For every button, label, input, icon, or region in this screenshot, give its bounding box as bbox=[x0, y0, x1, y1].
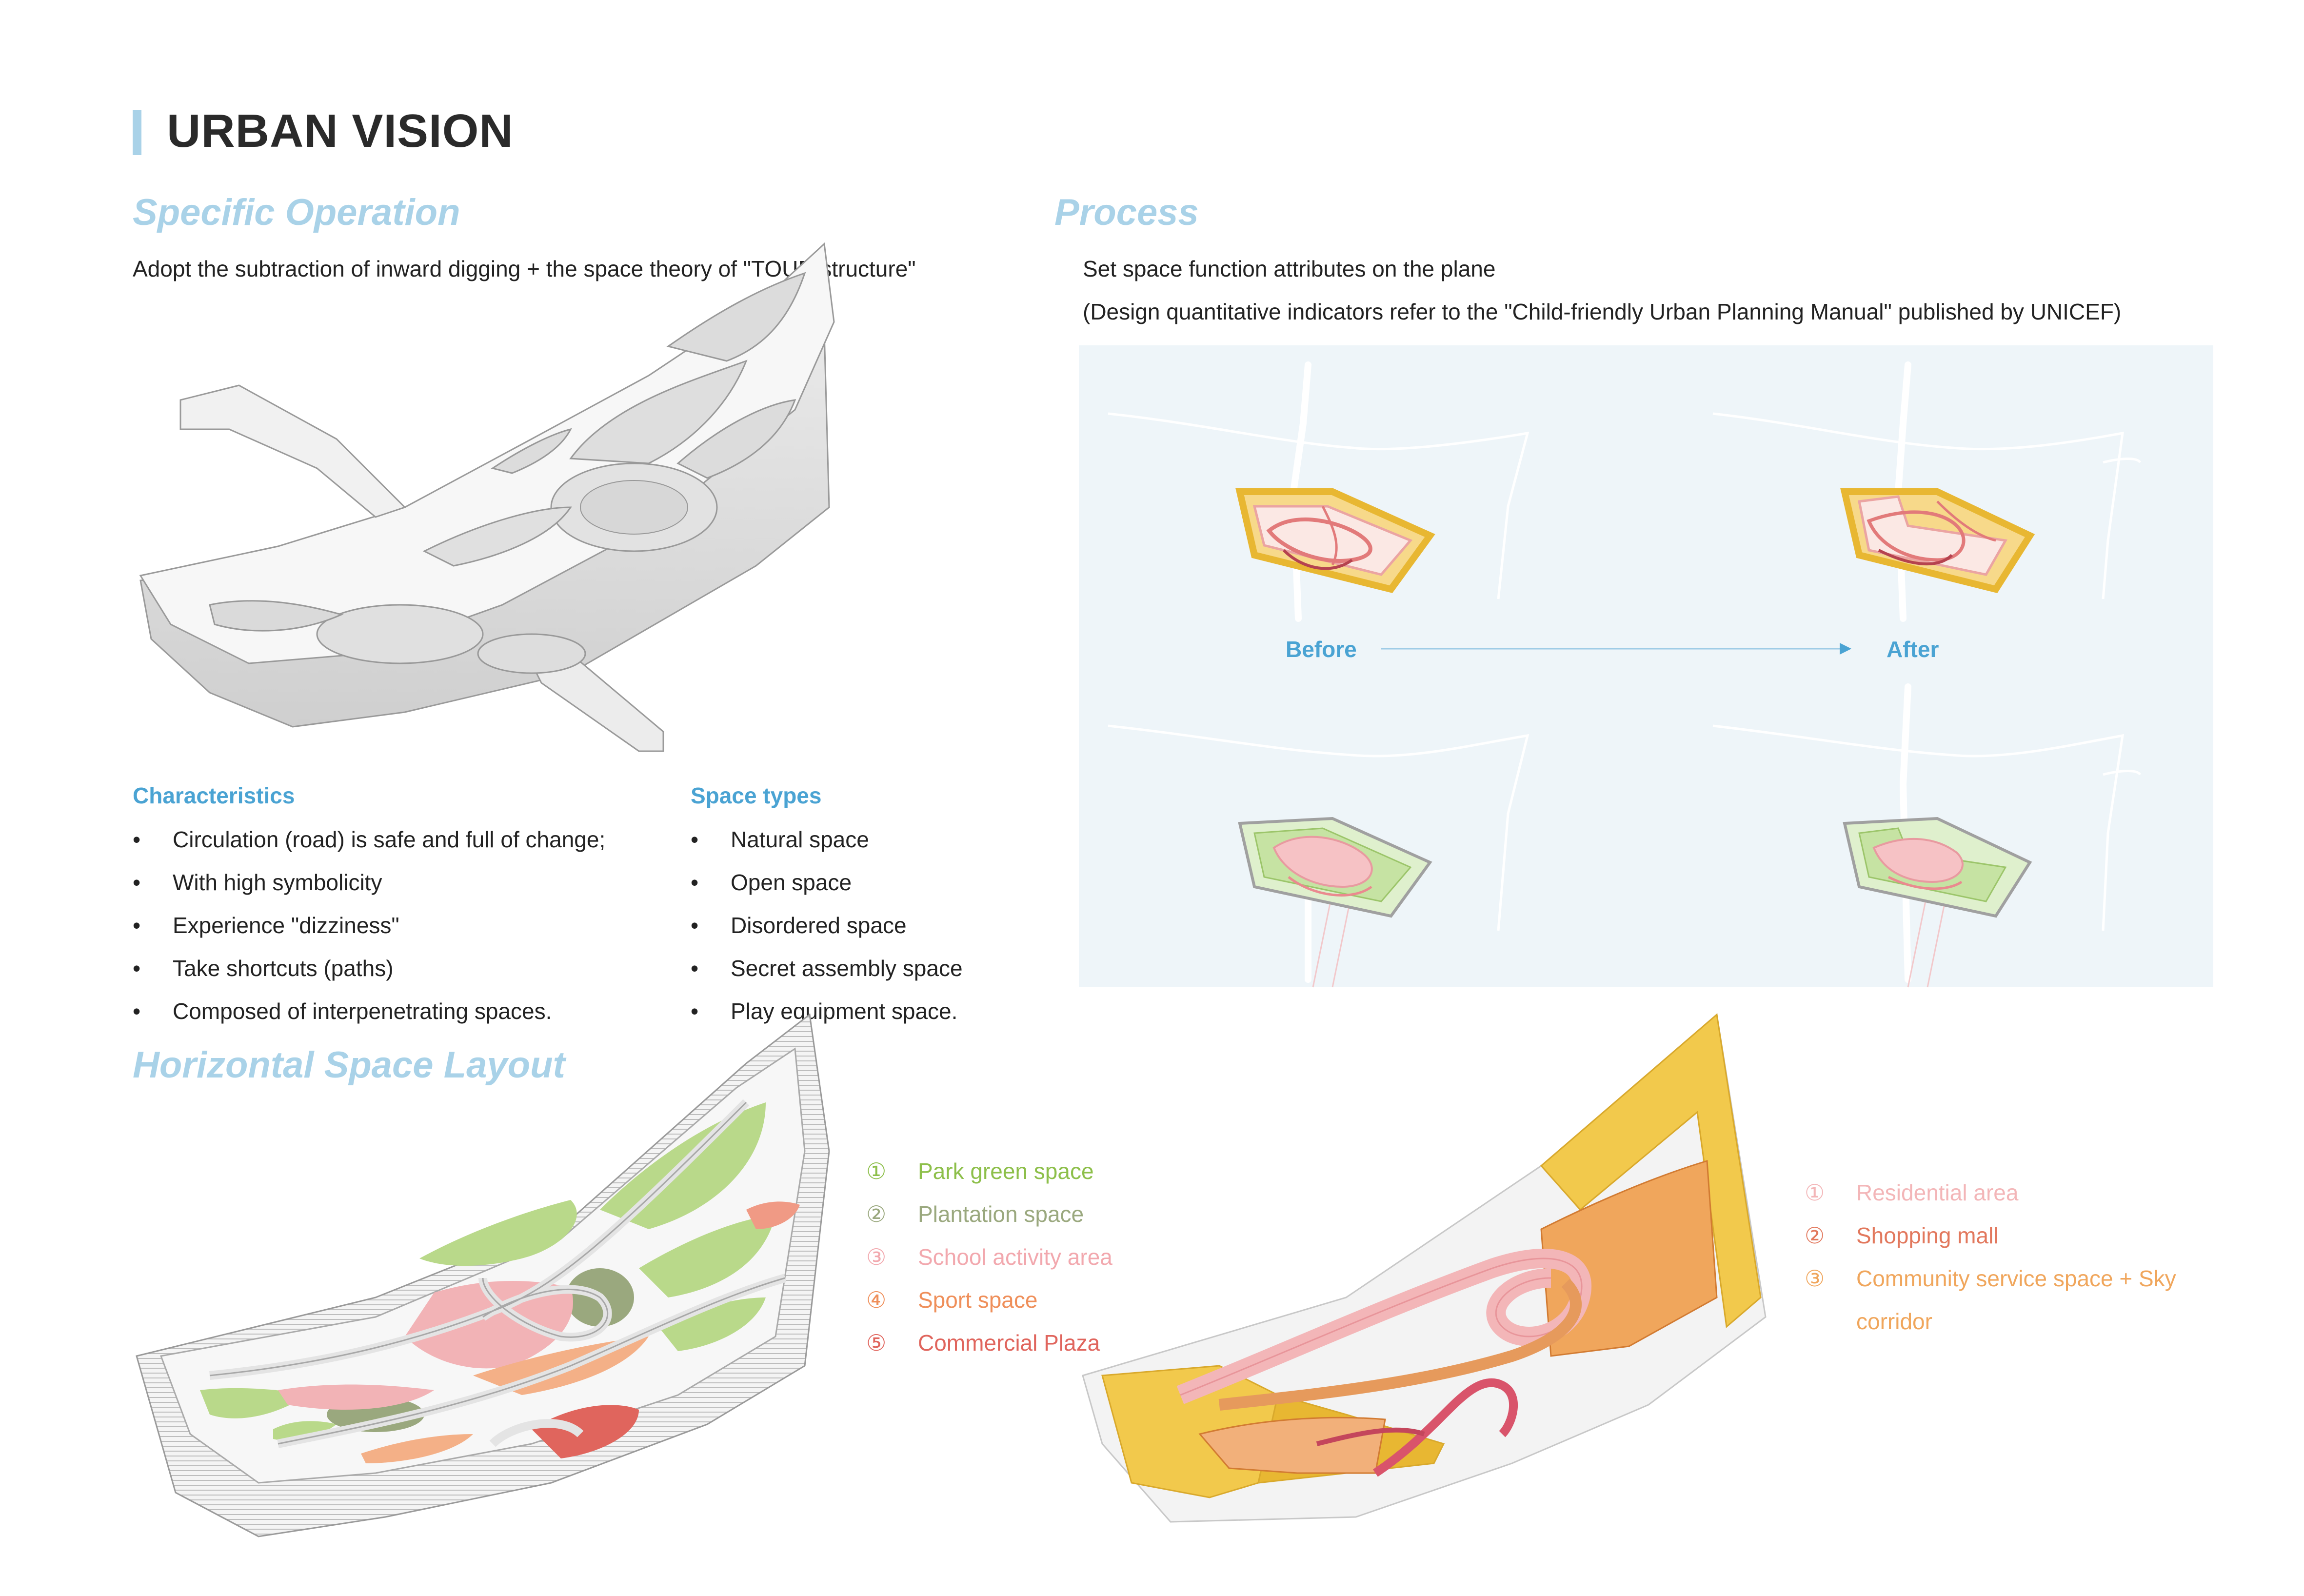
after-label: After bbox=[1887, 637, 1939, 662]
page-title: URBAN VISION bbox=[167, 105, 514, 157]
process-heading: Process bbox=[1054, 192, 1199, 233]
vertical-function-illustration bbox=[1082, 1013, 1767, 1523]
process-diagram bbox=[1108, 361, 2142, 988]
process-description-line-2: (Design quantitative indicators refer to… bbox=[1083, 299, 2122, 324]
characteristics-heading: Characteristics bbox=[133, 783, 295, 808]
space-types-list: Natural space Open space Disordered spac… bbox=[691, 826, 963, 1041]
characteristics-list: Circulation (road) is safe and full of c… bbox=[133, 826, 605, 1041]
list-item: With high symbolicity bbox=[133, 869, 605, 912]
list-item: Natural space bbox=[691, 826, 963, 869]
horizontal-layout-heading: Horizontal Space Layout bbox=[133, 1044, 565, 1086]
space-types-heading: Space types bbox=[691, 783, 822, 808]
title-accent-bar bbox=[133, 110, 141, 155]
list-item: Take shortcuts (paths) bbox=[133, 955, 605, 998]
legend-item-community-service-space-continued: corridor bbox=[1856, 1309, 1932, 1334]
list-item: Experience "dizziness" bbox=[133, 912, 605, 955]
massing-model-illustration bbox=[139, 242, 835, 752]
process-description-line-1: Set space function attributes on the pla… bbox=[1083, 256, 1496, 281]
horizontal-layout-illustration bbox=[136, 1013, 830, 1537]
specific-operation-heading: Specific Operation bbox=[133, 192, 460, 233]
list-item: Disordered space bbox=[691, 912, 963, 955]
list-item: Composed of interpenetrating spaces. bbox=[133, 998, 605, 1041]
specific-operation-description: Adopt the subtraction of inward digging … bbox=[133, 256, 916, 281]
list-item: Open space bbox=[691, 869, 963, 912]
list-item: Play equipment space. bbox=[691, 998, 963, 1041]
list-item: Circulation (road) is safe and full of c… bbox=[133, 826, 605, 869]
before-label: Before bbox=[1286, 637, 1357, 662]
list-item: Secret assembly space bbox=[691, 955, 963, 998]
